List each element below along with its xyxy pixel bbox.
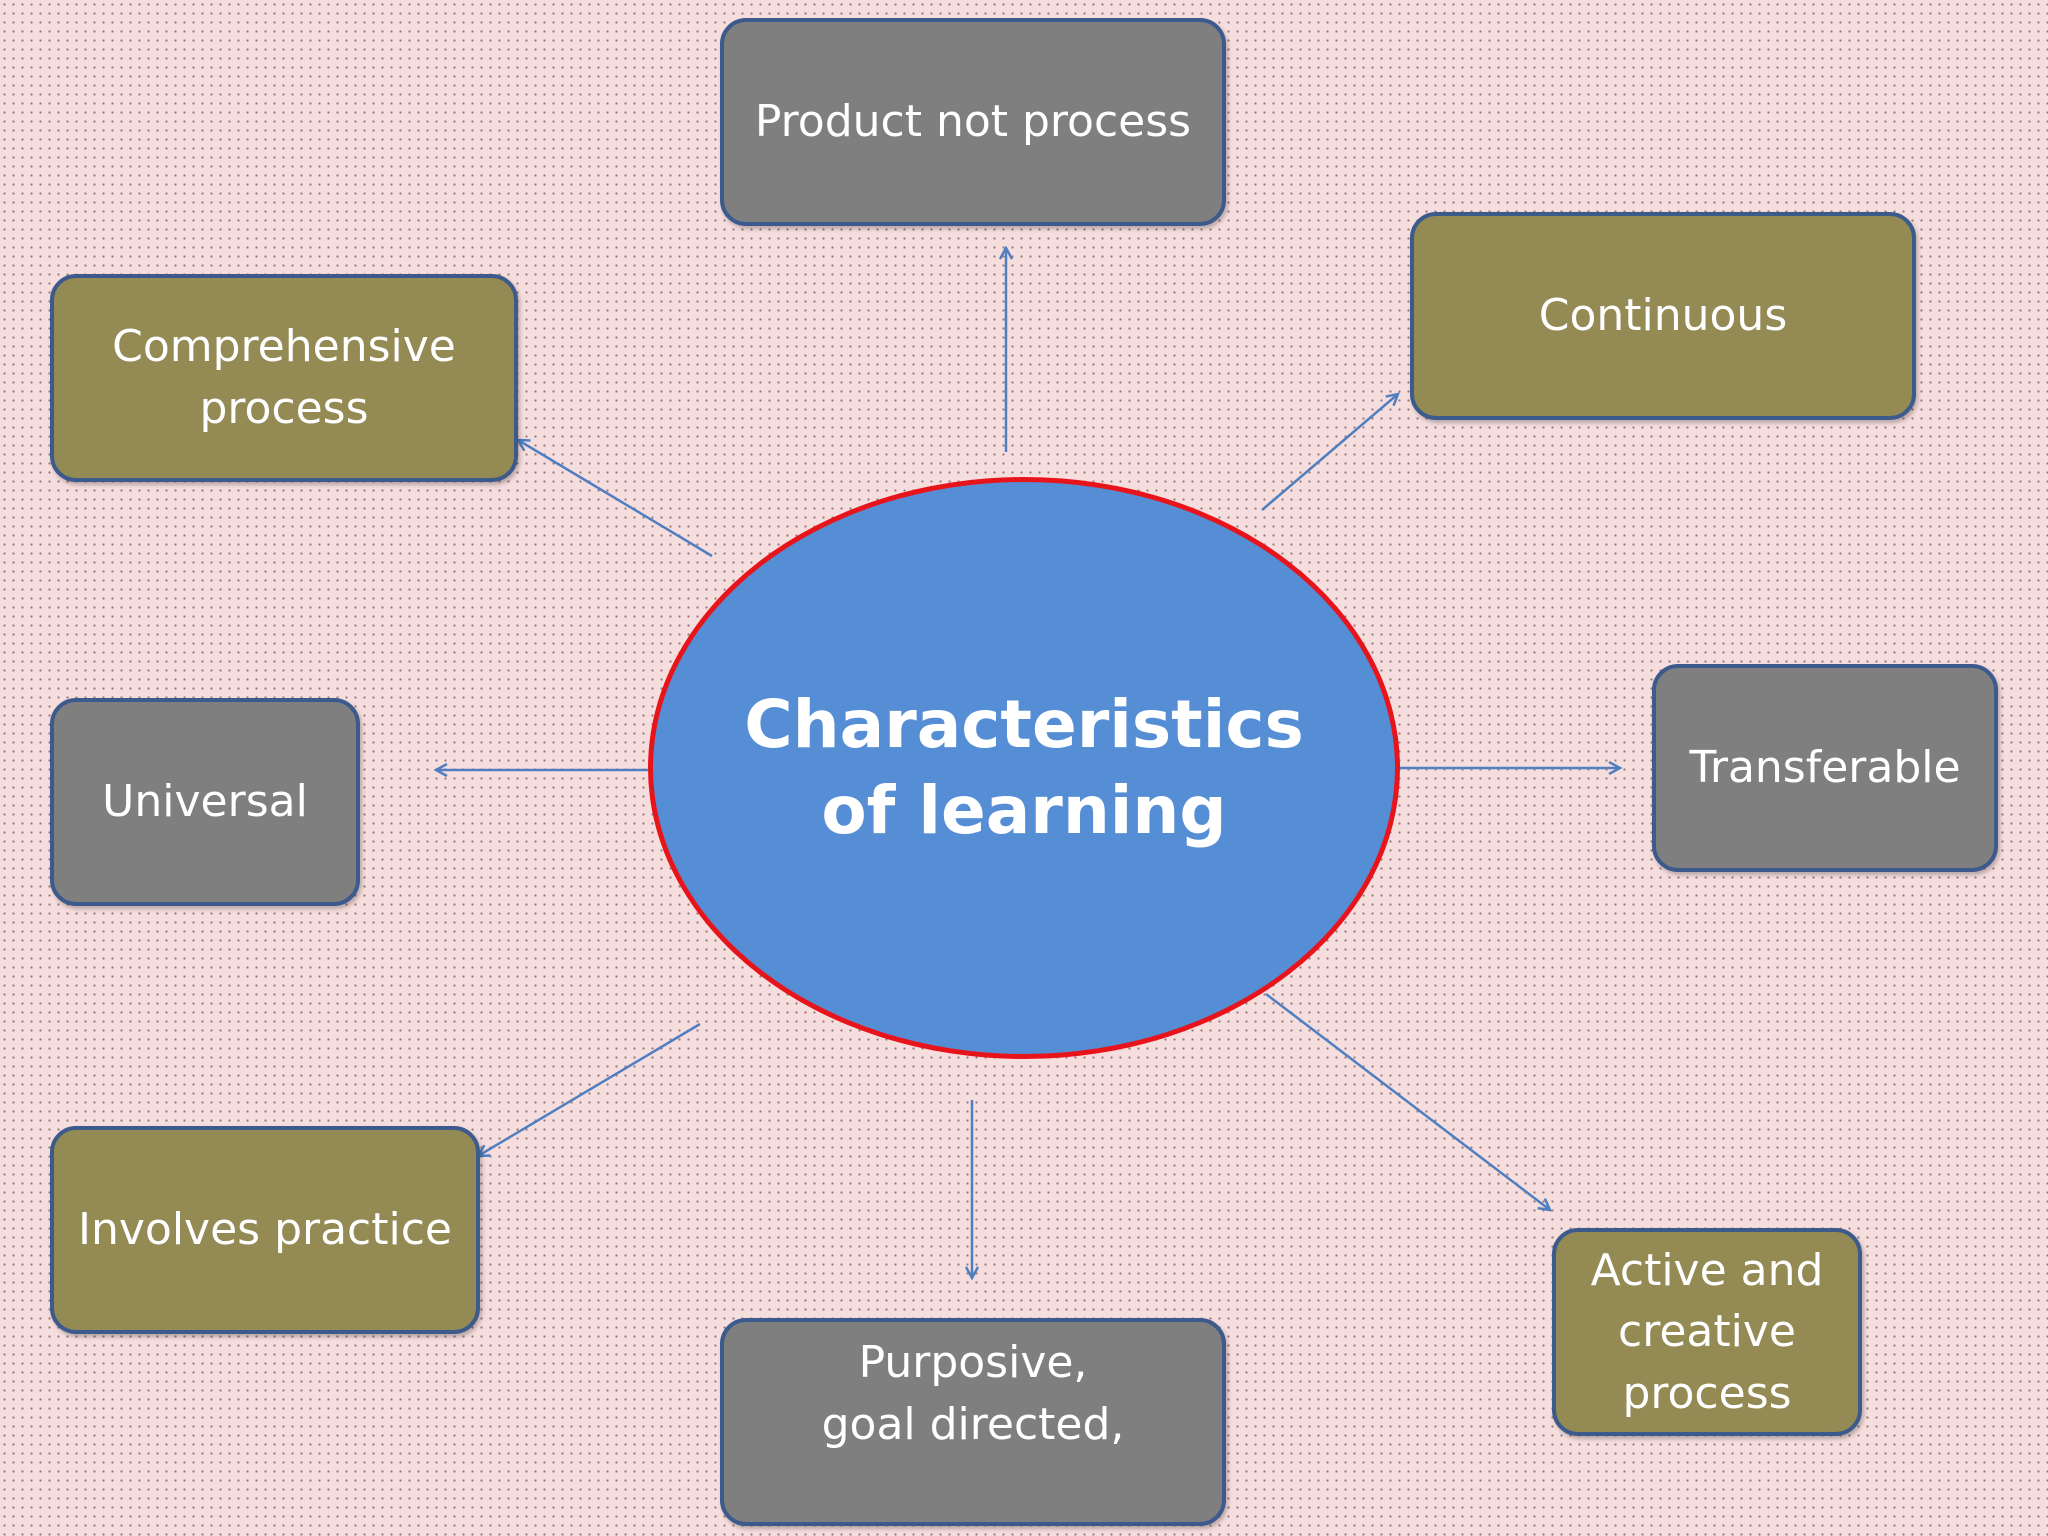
node-label: Active and creative process — [1590, 1244, 1824, 1419]
arrow-to-comprehensive-process — [518, 440, 713, 558]
arrow-to-active-and-creative-process — [1265, 993, 1550, 1210]
center-label: Characteristics of learning — [744, 686, 1304, 849]
node-label: Transferable — [1689, 742, 1961, 794]
node-involves-practice: Involves practice — [50, 1126, 480, 1334]
node-comprehensive-process: Comprehensive process — [50, 274, 518, 482]
node-label: Universal — [102, 776, 308, 828]
node-purposive-goal-directed: Purposive, goal directed, — [720, 1318, 1226, 1526]
node-transferable: Transferable — [1652, 664, 1998, 872]
node-label: Continuous — [1538, 290, 1788, 342]
arrow-to-continuous — [1261, 394, 1398, 511]
arrow-to-involves-practice — [478, 1022, 701, 1156]
node-active-and-creative-process: Active and creative process — [1552, 1228, 1862, 1436]
node-label: Involves practice — [78, 1204, 452, 1256]
node-continuous: Continuous — [1410, 212, 1916, 420]
node-label: Comprehensive process — [112, 321, 456, 434]
center-ellipse: Characteristics of learning — [648, 477, 1400, 1059]
node-universal: Universal — [50, 698, 360, 906]
node-label: Purposive, goal directed, — [821, 1337, 1125, 1450]
node-label: Product not process — [754, 96, 1192, 148]
node-product-not-process: Product not process — [720, 18, 1226, 226]
